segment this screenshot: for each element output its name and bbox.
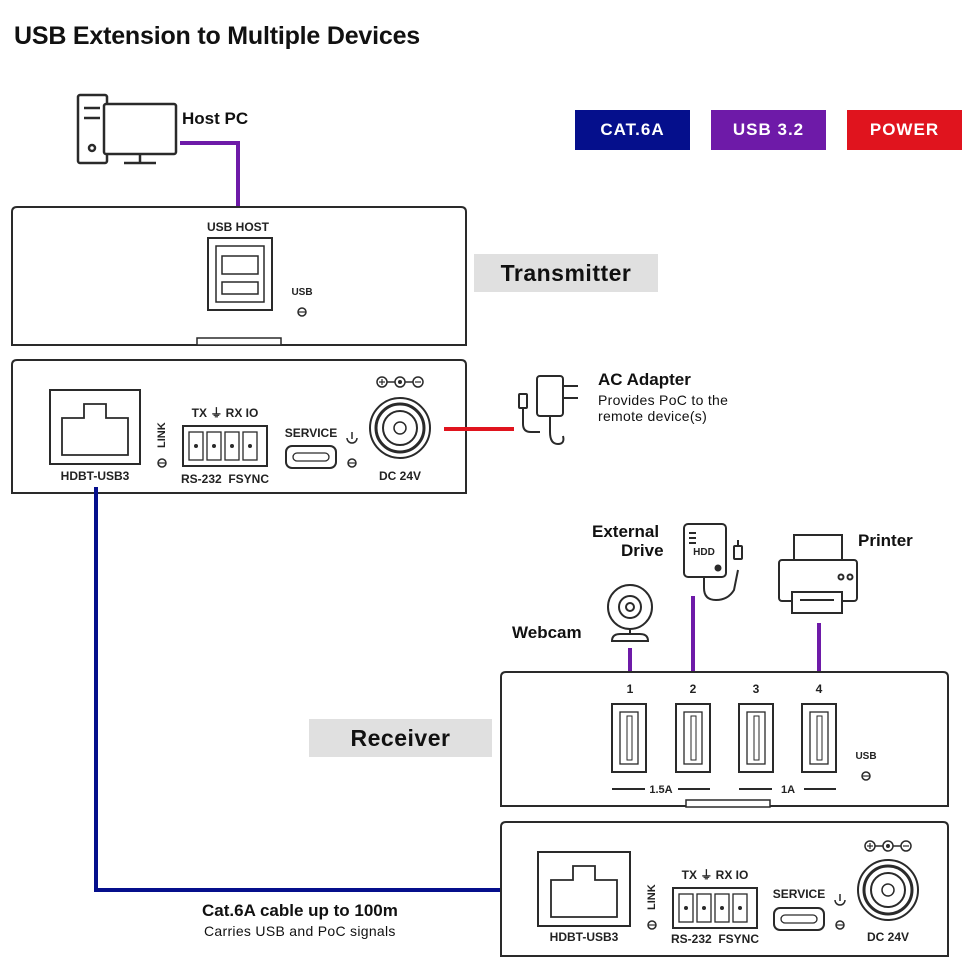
receiver-port-1-label: 1 bbox=[627, 682, 634, 696]
receiver-hdbt-label: HDBT-USB3 bbox=[550, 930, 619, 944]
transmitter-usb-panel bbox=[11, 206, 467, 346]
hdd-icon bbox=[683, 523, 743, 602]
usb-cable-host bbox=[180, 141, 240, 212]
receiver-front-panel bbox=[500, 821, 949, 957]
transmitter-link-label: LINK bbox=[156, 422, 168, 448]
transmitter-rs232-label: RS-232 FSYNC bbox=[181, 472, 269, 486]
cable-desc: Carries USB and PoC signals bbox=[204, 923, 396, 939]
transmitter-front-panel bbox=[11, 359, 467, 494]
printer-icon bbox=[778, 534, 858, 614]
cat6a-cable bbox=[94, 487, 527, 892]
receiver-txrx-label: TX ⏚ RX IO bbox=[682, 868, 749, 882]
legend-power: POWER bbox=[847, 110, 962, 150]
receiver-current-left: 1.5A bbox=[649, 784, 672, 796]
receiver-label: Receiver bbox=[309, 719, 492, 757]
ac-adapter-title: AC Adapter bbox=[598, 370, 691, 389]
transmitter-usb-led-label: USB bbox=[291, 287, 312, 298]
receiver-port-4-label: 4 bbox=[816, 682, 823, 696]
hdd-label: HDD bbox=[693, 547, 715, 558]
usb-host-label: USB HOST bbox=[207, 220, 270, 234]
ac-adapter-icon bbox=[518, 375, 578, 446]
transmitter-hdbt-label: HDBT-USB3 bbox=[61, 469, 130, 483]
external-drive-label-2: Drive bbox=[621, 541, 664, 560]
receiver-rs232-label: RS-232 FSYNC bbox=[671, 932, 759, 946]
page-title: USB Extension to Multiple Devices bbox=[14, 22, 420, 50]
host-pc-icon bbox=[76, 93, 178, 165]
webcam-icon bbox=[607, 584, 653, 642]
receiver-service-label: SERVICE bbox=[773, 887, 825, 901]
receiver-usb-panel bbox=[500, 671, 949, 808]
ac-adapter-desc-2: remote device(s) bbox=[598, 408, 708, 424]
webcam-label: Webcam bbox=[512, 623, 582, 642]
host-pc-label: Host PC bbox=[182, 109, 249, 128]
transmitter-txrx-label: TX ⏚ RX IO bbox=[192, 406, 259, 420]
transmitter-label: Transmitter bbox=[474, 254, 658, 292]
cable-title: Cat.6A cable up to 100m bbox=[202, 901, 398, 920]
receiver-link-label: LINK bbox=[646, 884, 658, 910]
ac-adapter-desc-1: Provides PoC to the bbox=[598, 392, 729, 408]
receiver-port-3-label: 3 bbox=[753, 682, 760, 696]
legend-cat6a: CAT.6A bbox=[575, 110, 690, 150]
receiver-current-right: 1A bbox=[781, 784, 795, 796]
receiver-dc-label: DC 24V bbox=[867, 930, 909, 944]
transmitter-service-label: SERVICE bbox=[285, 426, 337, 440]
printer-label: Printer bbox=[858, 531, 913, 550]
external-drive-label-1: External bbox=[592, 522, 660, 541]
receiver-usb-led-label: USB bbox=[855, 751, 876, 762]
transmitter-dc-label: DC 24V bbox=[379, 469, 421, 483]
receiver-port-2-label: 2 bbox=[690, 682, 697, 696]
legend-usb32: USB 3.2 bbox=[711, 110, 826, 150]
